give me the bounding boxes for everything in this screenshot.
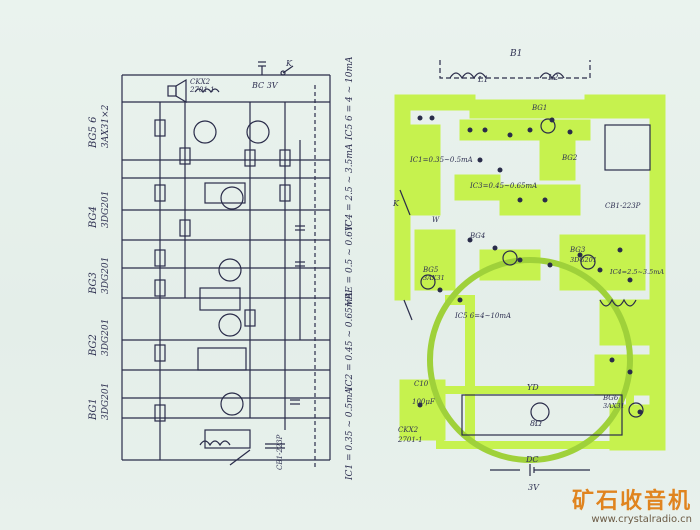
stage-label-bg2: BG2 bbox=[88, 334, 99, 357]
stage-type-bg3: 3DG201 bbox=[101, 257, 111, 294]
current-ic2: IC2 = 0.45 ~ 0.65mA bbox=[345, 292, 355, 391]
pcb-label-bg6: BG6 bbox=[602, 394, 619, 402]
pcb-layout: B1 L1 L2 BG1 BG2 BG4 BG3 3DG201 BG5 3AX3… bbox=[392, 49, 666, 492]
stage-label-bg1: BG1 bbox=[88, 398, 99, 421]
stage-label-bg4: BG4 bbox=[88, 206, 99, 229]
pcb-label-b1: B1 bbox=[509, 49, 522, 59]
current-ic4: IC4 = 2.5 ~ 3.5mA bbox=[345, 143, 355, 231]
pcb-label-w: W bbox=[432, 216, 440, 224]
pcb-label-dc: DC bbox=[525, 455, 539, 464]
current-ic56: IC5 6 = 4 ~ 10mA bbox=[345, 56, 355, 141]
pcb-label-c10: C10 bbox=[414, 380, 429, 388]
watermark-url: www.crystalradio.cn bbox=[591, 514, 692, 525]
stage-type-bg1: 3DG201 bbox=[101, 383, 111, 420]
pcb-label-ic4: IC4=2.5~3.5mA bbox=[609, 268, 664, 276]
voltage-vbe: VBE = 0.5 ~ 0.6V bbox=[345, 223, 355, 306]
pcb-label-g3: 3DG201 bbox=[570, 256, 597, 264]
site-watermark: 矿石收音机 www.crystalradio.cn bbox=[572, 490, 692, 526]
pcb-label-ohm: 8Ω bbox=[530, 419, 542, 428]
pcb-label-speaker: YD bbox=[527, 383, 539, 392]
label-cb: CB1-223P bbox=[276, 434, 284, 470]
pcb-label-bg3: BG3 bbox=[569, 246, 586, 254]
pcb-label-ck: CKX2 bbox=[398, 426, 419, 434]
pcb-label-g6: 3AX31 bbox=[603, 402, 625, 410]
pcb-label-ic56: IC5 6=4~10mA bbox=[454, 312, 511, 320]
label-battery: BC 3V bbox=[251, 81, 279, 90]
pcb-label-ic3: IC3=0.45~0.65mA bbox=[469, 182, 537, 190]
stage-type-bg4: 3DG201 bbox=[101, 191, 111, 228]
label-jack: 2701-1 bbox=[189, 86, 215, 94]
pcb-label-bg4: BG4 bbox=[469, 232, 485, 240]
pcb-label-l2: L2 bbox=[547, 73, 558, 82]
stage-label-bg3: BG3 bbox=[88, 272, 99, 295]
stage-label-bg56: BG5 6 bbox=[88, 116, 99, 149]
pcb-label-bg2: BG2 bbox=[561, 154, 578, 162]
pcb-label-cb: CB1-223P bbox=[605, 202, 641, 210]
pcb-label-jack: 2701-1 bbox=[397, 436, 423, 444]
watermark-title: 矿石收音机 bbox=[571, 489, 692, 514]
pcb-label-g5: 3AX31 bbox=[423, 274, 445, 282]
pcb-label-bg5: BG5 bbox=[422, 266, 439, 274]
pcb-label-c10v: 100μF bbox=[412, 398, 436, 406]
schematic-diagram: BG5 6 3AX31×2 BG4 3DG201 BG3 3DG201 BG2 … bbox=[88, 56, 355, 481]
pcb-label-ic1: IC1=0.35~0.5mA bbox=[409, 156, 473, 164]
pcb-label-bg1: BG1 bbox=[531, 104, 547, 112]
stage-type-bg2: 3DG201 bbox=[101, 319, 111, 356]
pcb-label-l1: L1 bbox=[477, 75, 488, 84]
label-switch: K bbox=[285, 59, 293, 68]
current-ic1: IC1 = 0.35 ~ 0.5mA bbox=[345, 387, 355, 481]
stage-type-bg56: 3AX31×2 bbox=[101, 104, 111, 148]
pcb-label-k: K bbox=[392, 199, 400, 208]
label-ck: CKX2 bbox=[190, 78, 211, 86]
pcb-label-dcv: 3V bbox=[528, 483, 540, 492]
